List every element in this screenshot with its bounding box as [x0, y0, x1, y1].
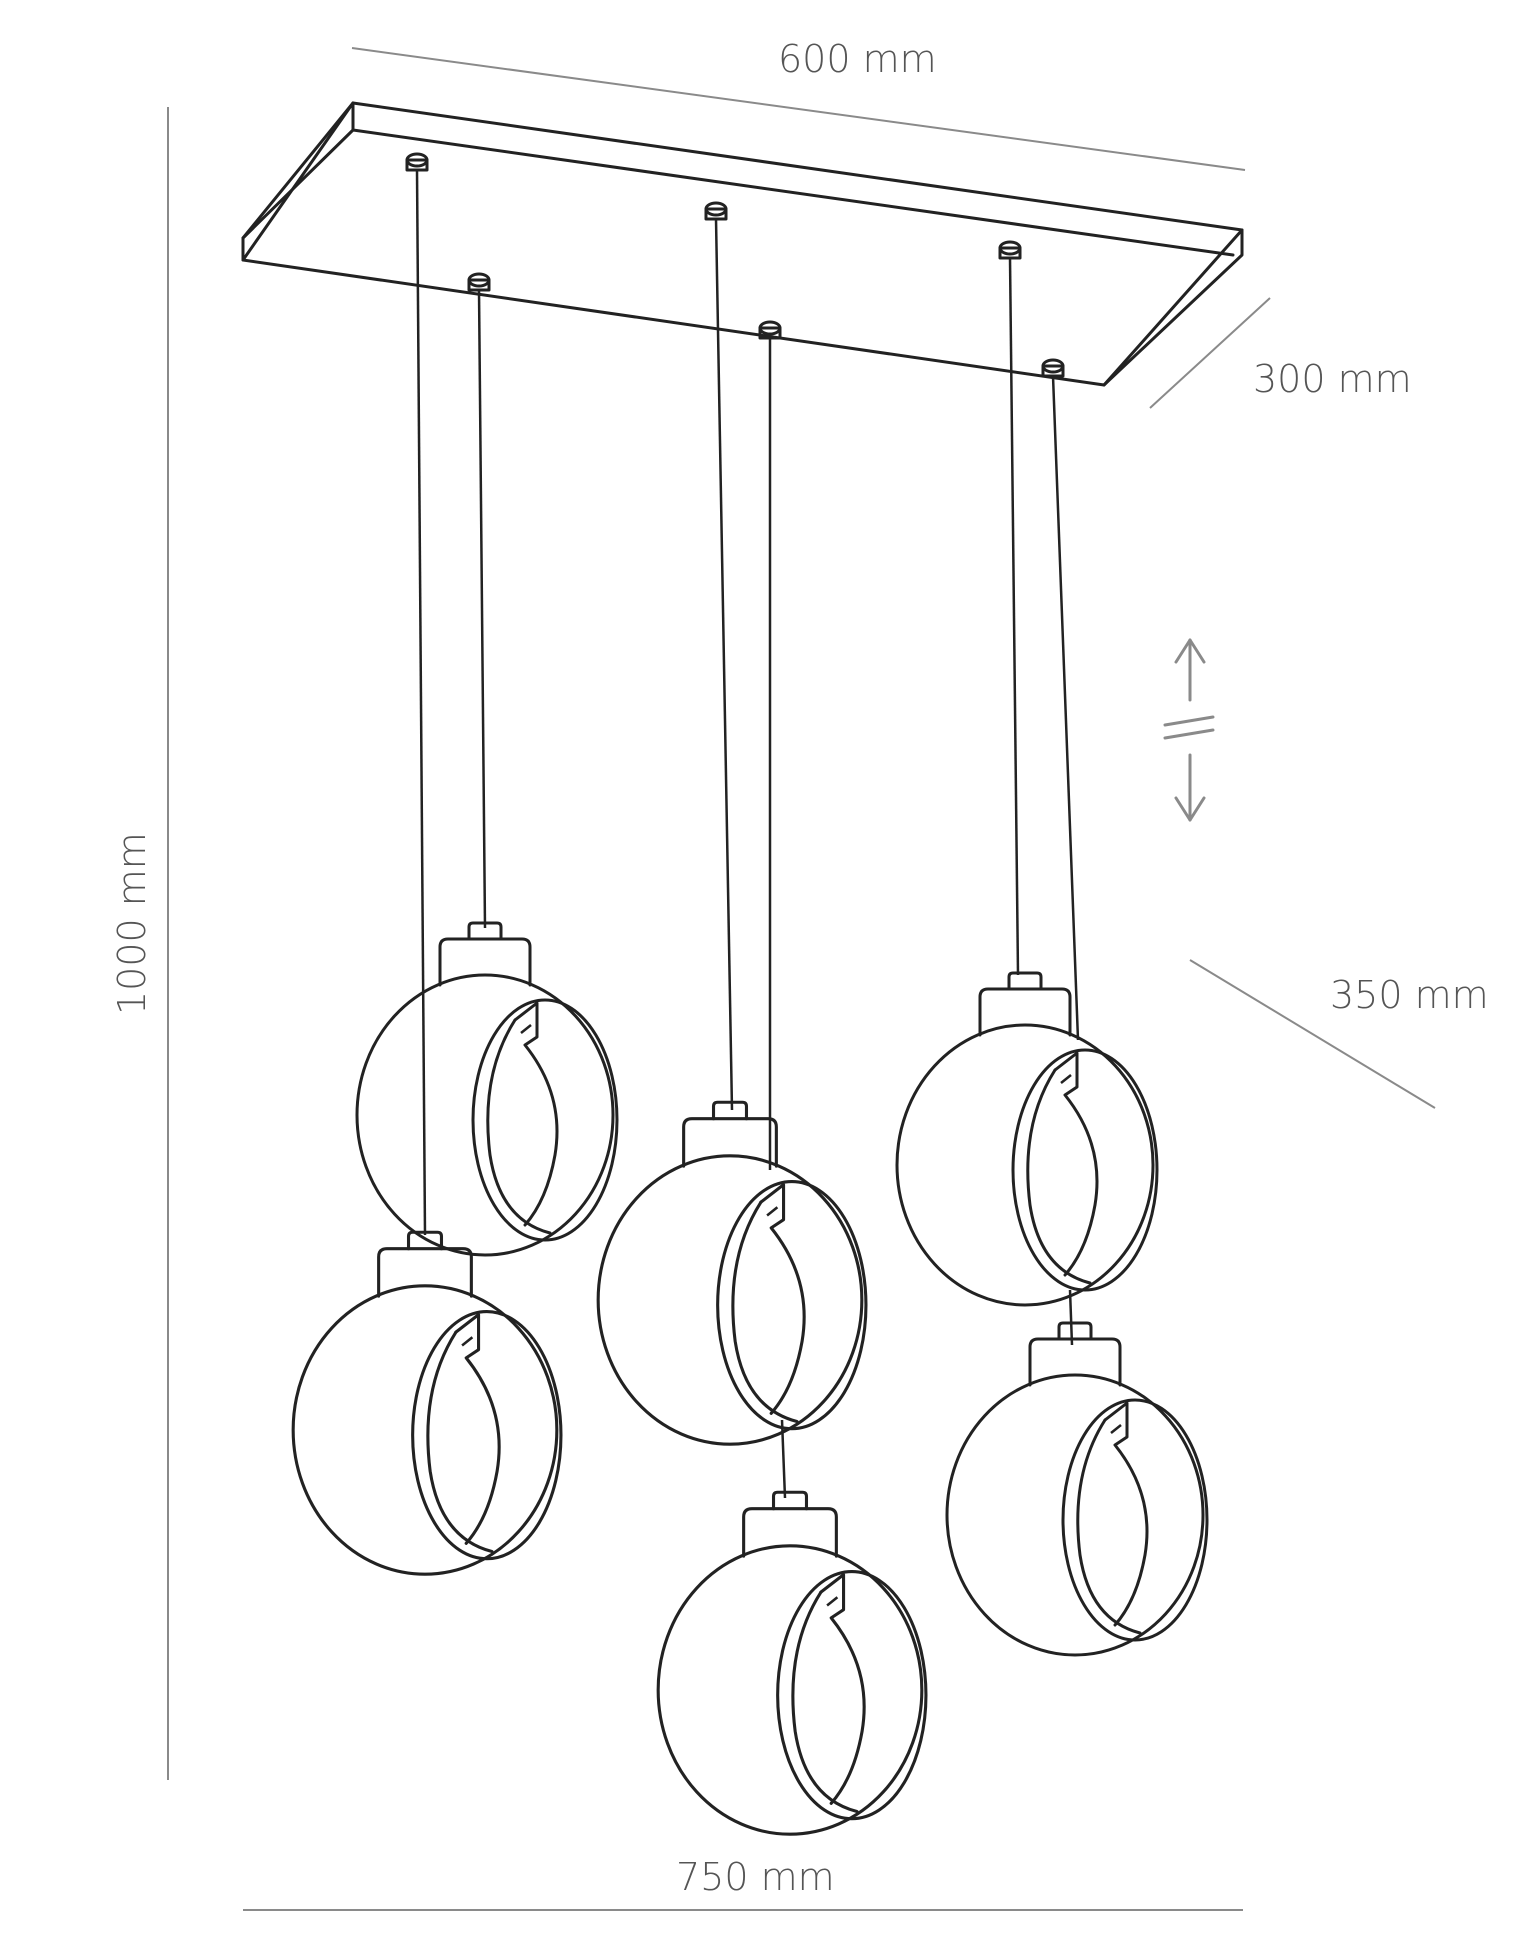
- canopy-plate: [241, 101, 1244, 387]
- globe-2: [291, 1230, 563, 1576]
- globe-6: [945, 1321, 1209, 1657]
- cable-6b: [1068, 1289, 1074, 1346]
- cable-5: [1008, 257, 1020, 976]
- dimension-lines: [167, 47, 1436, 1911]
- anchor-1: [405, 152, 429, 172]
- dim-label-300: 300 mm: [1253, 357, 1412, 401]
- globe-1: [355, 921, 619, 1257]
- dim-line-300: [1149, 297, 1271, 409]
- dim-label-600: 600 mm: [778, 37, 937, 81]
- cable-3: [714, 218, 734, 1111]
- cable-1: [415, 169, 427, 1236]
- globe-5: [895, 971, 1159, 1307]
- globe-shades: [291, 921, 1209, 1836]
- dim-label-1000: 1000 mm: [110, 832, 154, 1015]
- globe-3: [596, 1100, 868, 1446]
- dim-label-350: 350 mm: [1330, 973, 1489, 1017]
- dim-line-600: [351, 47, 1246, 171]
- anchor-3: [704, 201, 728, 221]
- dim-line-350: [1189, 959, 1436, 1109]
- anchor-5: [998, 240, 1022, 260]
- adjustable-height-icon: [1163, 638, 1215, 822]
- cable-6: [1051, 375, 1080, 1041]
- anchor-6: [1041, 358, 1065, 378]
- cables: [415, 169, 1080, 1499]
- dim-label-750: 750 mm: [676, 1855, 835, 1899]
- cable-anchors: [405, 152, 1065, 378]
- globe-4: [656, 1490, 928, 1836]
- anchor-2: [467, 272, 491, 292]
- cable-2: [477, 289, 487, 929]
